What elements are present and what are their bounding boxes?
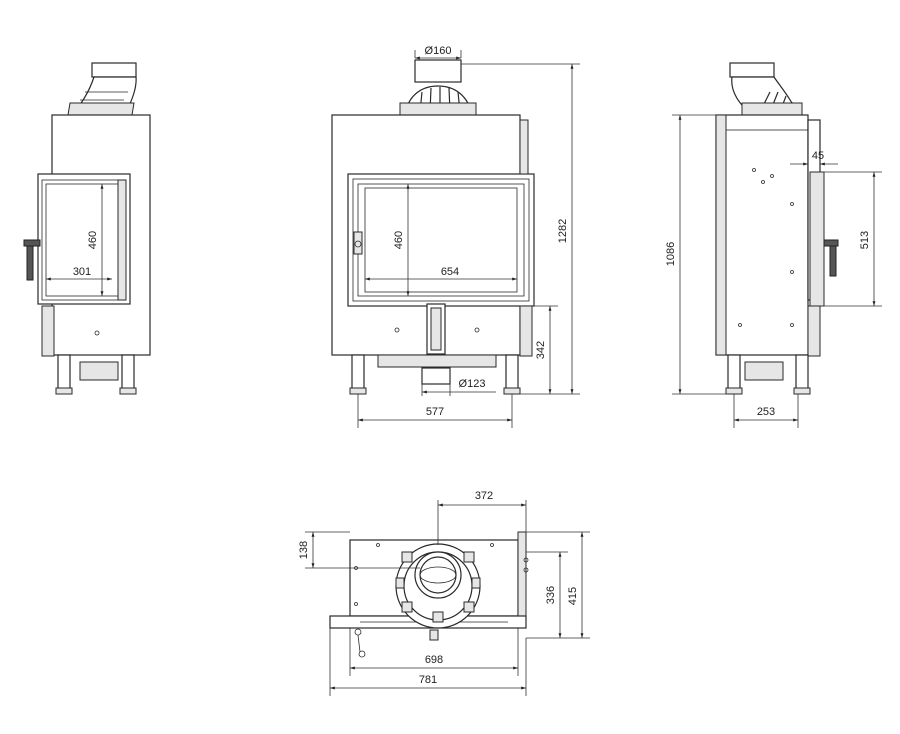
left-door-width-label: 301 (73, 266, 91, 278)
side-view: 45 513 1086 253 (665, 62, 882, 428)
air-inlet-diameter-label: Ø123 (459, 378, 486, 390)
side-base-depth-label: 253 (757, 406, 775, 418)
top-total-width-label: 781 (419, 674, 437, 686)
side-glass-height-label: 513 (859, 231, 871, 249)
flue-pipe-front (399, 59, 477, 116)
front-door-height-label: 460 (393, 231, 405, 249)
front-view: Ø160 460 654 1282 342 Ø123 577 (331, 45, 580, 428)
flue-pipe-left (67, 62, 137, 116)
flue-diameter-label: Ø160 (425, 45, 452, 57)
side-offset-label: 45 (812, 150, 824, 162)
top-flue-offset-x-label: 372 (475, 490, 493, 502)
left-view: 460 301 (23, 62, 151, 395)
flue-pipe-side (729, 62, 803, 116)
front-door (347, 173, 535, 307)
top-body-depth-label: 336 (545, 586, 557, 604)
front-total-height-label: 1282 (557, 219, 569, 243)
left-door-height-label: 460 (87, 231, 99, 249)
top-total-depth-label: 415 (567, 587, 579, 605)
top-flue-offset-y-label: 138 (298, 541, 310, 559)
front-door-width-label: 654 (441, 266, 459, 278)
front-base-height-label: 342 (535, 341, 547, 359)
front-door-latch (353, 231, 363, 255)
front-base-width-label: 577 (426, 406, 444, 418)
top-view: 372 138 336 415 698 781 (298, 490, 590, 696)
side-body (715, 114, 809, 356)
top-body-width-label: 698 (425, 654, 443, 666)
flue-flange-top (395, 543, 481, 629)
side-total-height-label: 1086 (665, 242, 677, 266)
left-door (37, 173, 131, 305)
left-handle (23, 239, 41, 247)
